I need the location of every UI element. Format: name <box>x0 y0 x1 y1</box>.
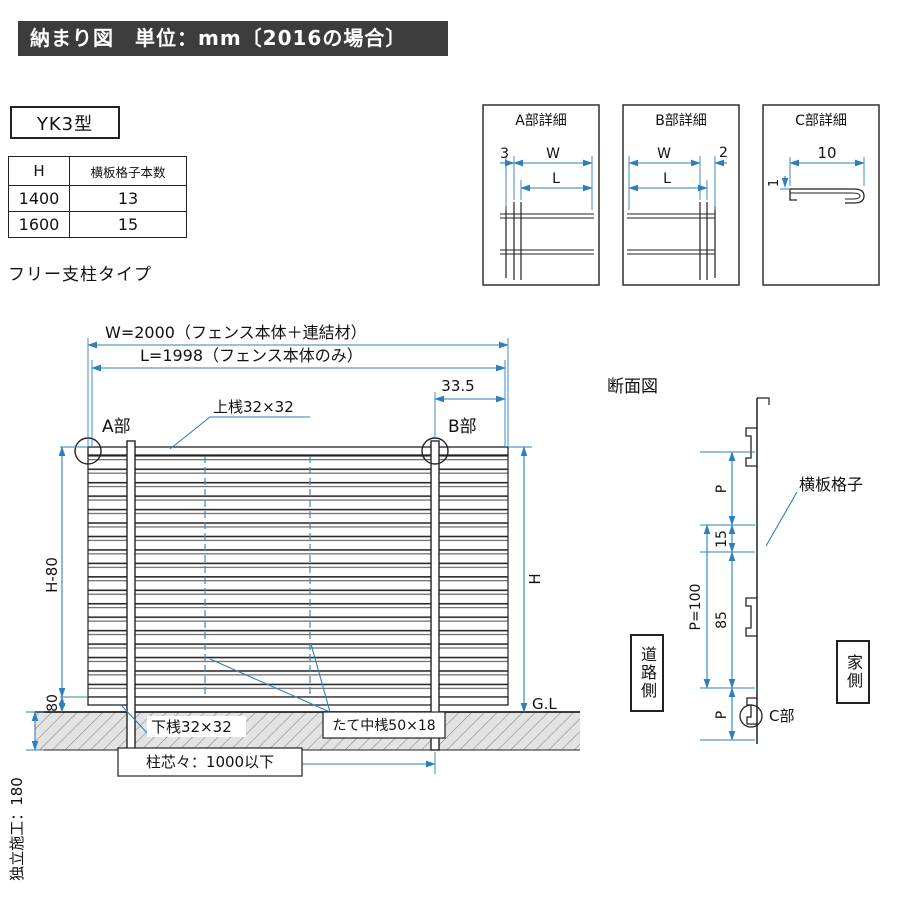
detail-a-box: A部詳細 3 W L <box>482 104 600 286</box>
dim-33-5-label: 33.5 <box>441 377 474 395</box>
dim-p100-label: P=100 <box>688 584 704 631</box>
detail-c-box: C部詳細 10 1 <box>762 104 880 286</box>
post-pitch-label-box <box>117 747 303 777</box>
mid-rail-label-box <box>322 711 446 739</box>
top-rail <box>87 446 509 456</box>
section-profile <box>745 397 770 744</box>
spec-h-1400: 1400 <box>8 185 70 212</box>
detail-c-title: C部詳細 <box>795 113 847 129</box>
detail-b-box: B部詳細 W L 2 <box>622 104 740 286</box>
post-left <box>126 440 136 751</box>
detail-b-title: B部詳細 <box>655 113 707 129</box>
dim-h-label: H <box>526 573 544 584</box>
dim-w2000-label: W=2000（フェンス本体＋連結材） <box>105 323 367 342</box>
dim-p-top-label: P <box>714 485 730 493</box>
detail-a-dim-w: W <box>546 146 560 162</box>
detail-b-dimensions <box>628 156 727 210</box>
spec-table-header-h: H <box>8 156 70 186</box>
top-rail-label: 上桟32×32 <box>213 398 294 416</box>
road-side-label: 道路側 <box>630 634 664 712</box>
section-drawing: 断面図 P 15 85 P=100 P <box>607 377 863 744</box>
spec-count-13: 13 <box>69 185 187 212</box>
table-row: 1600 15 <box>8 211 187 238</box>
mid-rail-label: たて中桟50×18 <box>332 718 435 734</box>
detail-b-dim-2: 2 <box>719 145 728 161</box>
dim-80-label: 80 <box>45 694 61 712</box>
elevation-drawing: W=2000（フェンス本体＋連結材） L=1998（フェンス本体のみ） 33.5… <box>8 323 580 881</box>
page-title: 納まり図 単位：mm〔2016の場合〕 <box>18 21 448 56</box>
detail-c-dim-10: 10 <box>817 144 836 162</box>
gl-label: G.L <box>532 695 557 713</box>
label-a-part: A部 <box>102 417 131 437</box>
dim-85-label: 85 <box>714 611 730 629</box>
detail-a-title: A部詳細 <box>515 113 567 129</box>
section-dimensions <box>700 451 798 741</box>
detail-b-dim-l: L <box>663 171 671 187</box>
spec-h-1600: 1600 <box>8 211 70 238</box>
footing-label: 独立施工：180 <box>8 777 26 881</box>
bottom-rail-label-bg <box>147 716 246 737</box>
bottom-rail <box>87 696 509 706</box>
detail-c-dimensions <box>780 157 865 190</box>
dim-l1998-label: L=1998（フェンス本体のみ） <box>140 346 363 365</box>
detail-c-drawing <box>789 188 865 204</box>
model-label: YK3型 <box>10 106 120 139</box>
dim-h80-label: H-80 <box>43 557 61 593</box>
bottom-rail-label: 下桟32×32 <box>151 718 232 736</box>
label-b-part: B部 <box>448 417 477 437</box>
free-post-type-label: フリー支柱タイプ <box>8 265 152 285</box>
detail-c-dim-1: 1 <box>767 179 782 187</box>
detail-b-drawing <box>627 202 716 280</box>
fence-slats <box>87 454 509 698</box>
vertical-mid-rails <box>204 456 311 696</box>
spec-count-15: 15 <box>69 211 187 238</box>
detail-b-dim-w: W <box>657 146 671 162</box>
table-row: 1400 13 <box>8 185 187 212</box>
detail-a-dim-3: 3 <box>500 146 509 162</box>
slat-label: 横板格子 <box>799 475 863 494</box>
detail-c-marker <box>739 704 763 728</box>
detail-a-drawing <box>500 202 594 280</box>
post-right <box>430 440 440 751</box>
dim-15-label: 15 <box>714 530 730 548</box>
detail-a-dim-l: L <box>552 171 560 187</box>
detail-a-dimensions <box>500 156 593 210</box>
dim-p-bottom-label: P <box>714 711 730 719</box>
post-pitch-label: 柱芯々：1000以下 <box>146 753 274 771</box>
label-c-part: C部 <box>769 707 794 725</box>
ground-hatch <box>35 712 580 750</box>
spec-table-header-count: 横板格子本数 <box>69 156 187 186</box>
spec-table: H 横板格子本数 1400 13 1600 15 <box>8 156 187 238</box>
section-title: 断面図 <box>607 377 658 397</box>
spec-table-header-row: H 横板格子本数 <box>8 156 187 186</box>
house-side-label: 家側 <box>836 640 870 704</box>
